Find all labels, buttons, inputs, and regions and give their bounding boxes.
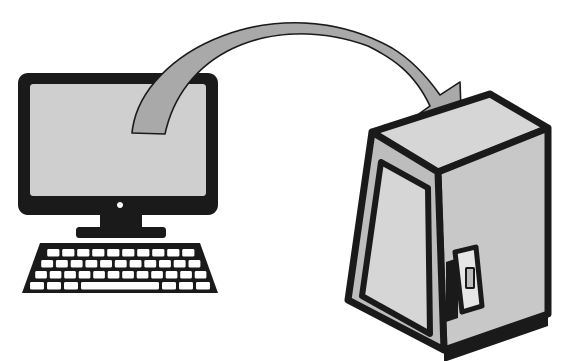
device-scanner-window	[466, 268, 474, 288]
keyboard-key	[64, 282, 78, 290]
keyboard-key	[108, 271, 120, 279]
keyboard-key	[122, 271, 134, 279]
keyboard-key	[107, 249, 119, 257]
keyboard-key	[179, 282, 193, 290]
keyboard-key	[56, 260, 68, 268]
keyboard-key	[167, 249, 179, 257]
keyboard-key	[50, 271, 62, 279]
keyboard-key	[195, 271, 207, 279]
keyboard-key	[189, 260, 201, 268]
keyboard-key	[41, 260, 53, 268]
keyboard-key	[166, 271, 178, 279]
keyboard-key	[100, 260, 112, 268]
keyboard-key	[30, 282, 44, 290]
keyboard-key	[47, 282, 61, 290]
analyzer-instrument-icon	[348, 94, 548, 361]
keyboard-key	[144, 260, 156, 268]
keyboard-key	[62, 249, 74, 257]
keyboard-key	[122, 249, 134, 257]
keyboard-key	[196, 282, 210, 290]
keyboard-key	[152, 249, 164, 257]
keyboard-key	[85, 260, 97, 268]
keyboard-key	[182, 249, 194, 257]
keyboard-key	[77, 249, 89, 257]
desktop-monitor-icon	[18, 73, 218, 238]
keyboard-key	[79, 271, 91, 279]
keyboard-key	[162, 282, 176, 290]
keyboard-key	[151, 271, 163, 279]
monitor-stand-base	[76, 227, 166, 238]
keyboard-key	[159, 260, 171, 268]
keyboard-key	[137, 271, 149, 279]
keyboard-key	[64, 271, 76, 279]
keyboard-key	[180, 271, 192, 279]
keyboard-key	[115, 260, 127, 268]
keyboard-key	[35, 271, 47, 279]
keyboard-spacebar	[81, 282, 159, 290]
keyboard-icon	[22, 243, 218, 293]
keyboard-key	[137, 249, 149, 257]
keyboard-key	[130, 260, 142, 268]
monitor-screen	[30, 84, 206, 196]
keyboard-key	[92, 249, 104, 257]
keyboard-key	[47, 249, 59, 257]
monitor-power-light	[117, 202, 123, 208]
keyboard-key	[93, 271, 105, 279]
keyboard-key	[71, 260, 83, 268]
device-scanner-holder	[446, 258, 458, 322]
keyboard-key	[174, 260, 186, 268]
